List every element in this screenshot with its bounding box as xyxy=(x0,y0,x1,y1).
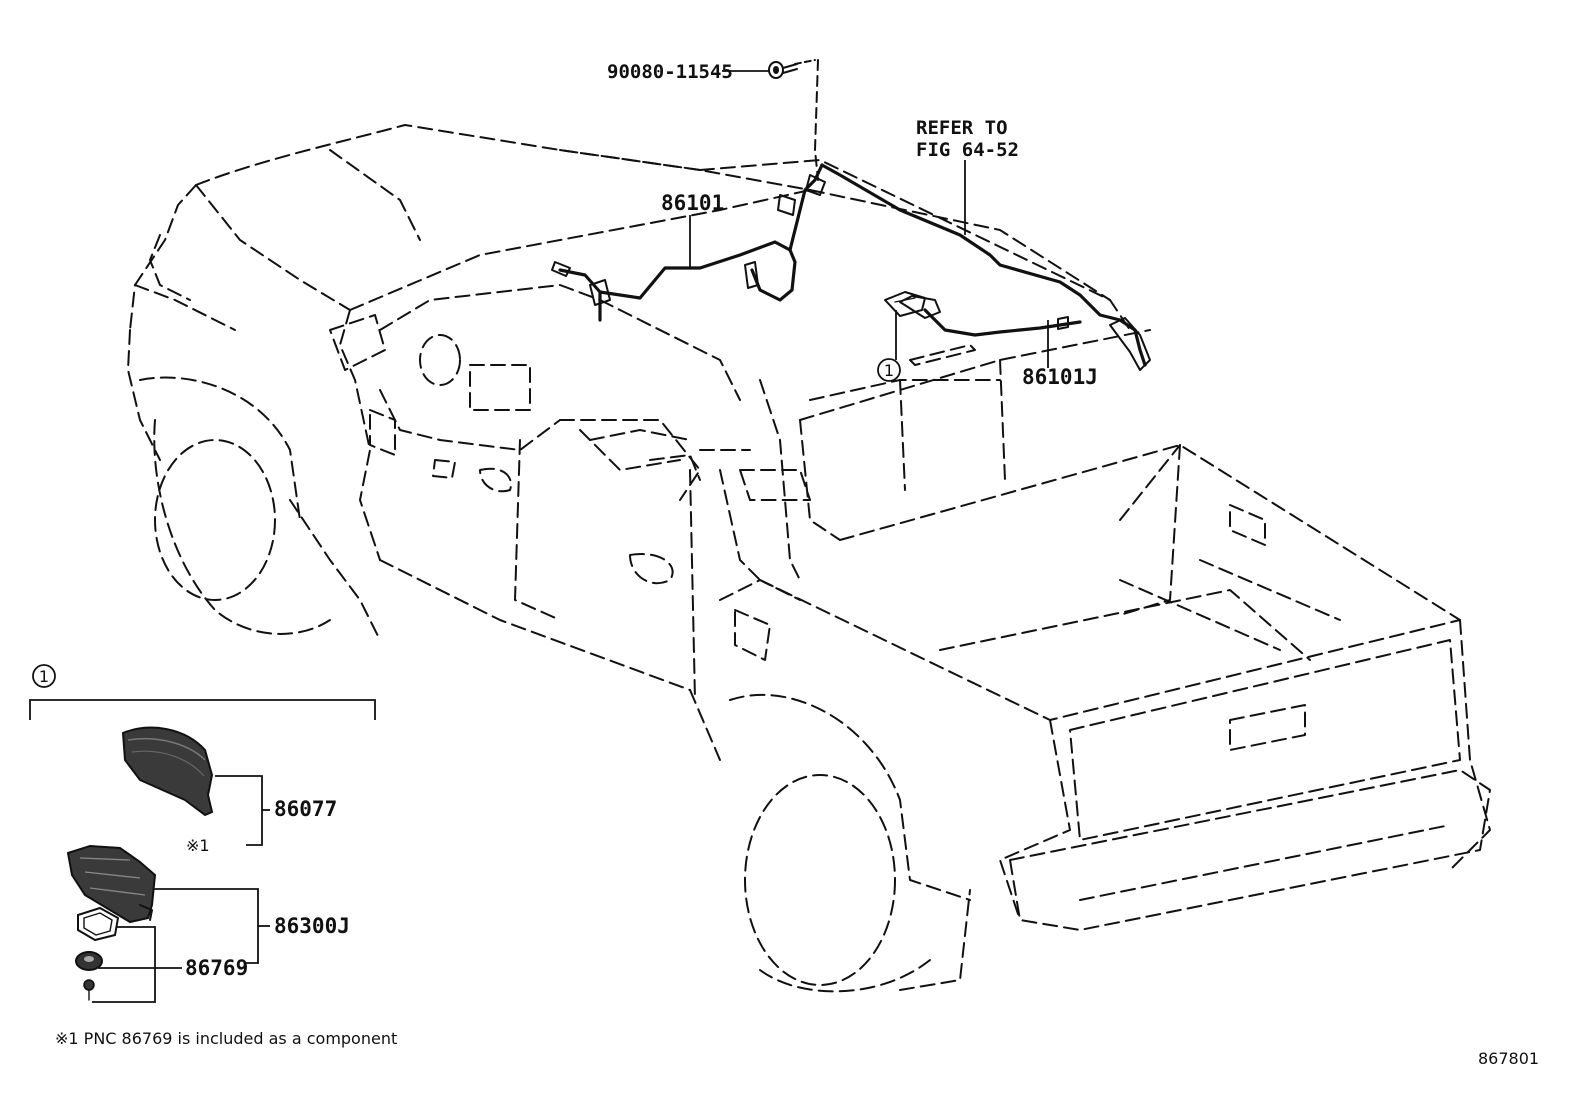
label-90080-11545: 90080-11545 xyxy=(607,61,733,83)
label-86769: 86769 xyxy=(185,956,248,980)
leader-lines xyxy=(29,59,1049,1003)
label-fig-64-52: FIG 64-52 xyxy=(916,139,1019,161)
nut-icon xyxy=(75,951,103,971)
group-legend-marker-circle: 1 xyxy=(32,664,56,688)
pad-gasket-icon xyxy=(77,906,120,942)
group-legend-marker-text: 1 xyxy=(39,667,49,686)
label-86077: 86077 xyxy=(274,797,337,821)
harness-86101-path xyxy=(558,240,797,302)
label-86300J: 86300J xyxy=(274,914,350,938)
footnote-text: ※1 PNC 86769 is included as a component xyxy=(55,1029,397,1048)
antenna-cover-icon xyxy=(121,726,214,817)
label-86101: 86101 xyxy=(661,191,724,215)
label-refer-to: REFER TO xyxy=(916,117,1008,139)
screw-icon xyxy=(83,979,95,1001)
roof-antenna-mount xyxy=(884,291,926,317)
label-86101J: 86101J xyxy=(1022,365,1098,389)
antenna-harness xyxy=(551,163,1151,371)
label-note-mark: ※1 xyxy=(186,836,210,855)
figure-number: 867801 xyxy=(1478,1049,1539,1068)
truck-outline xyxy=(127,124,1491,993)
group-marker-circle: 1 xyxy=(877,358,901,382)
bolt-icon xyxy=(768,61,798,79)
antenna-assembly-icon xyxy=(66,844,157,924)
group-marker-text: 1 xyxy=(884,361,894,380)
